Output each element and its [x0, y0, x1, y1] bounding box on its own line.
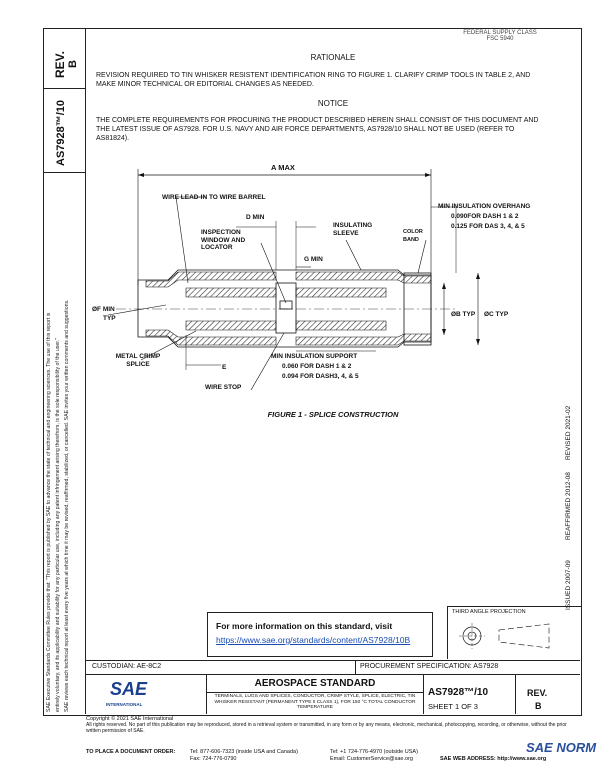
rev-value-vertical: B: [67, 60, 79, 68]
label-f-typ: TYP: [103, 315, 116, 322]
label-overhang-2: 0.125 FOR DAS 3, 4, & 5: [451, 223, 525, 230]
title-divider: [207, 692, 423, 693]
rationale-text: REVISION REQUIRED TO TIN WHISKER RESISTE…: [96, 72, 531, 88]
label-a-max: A MAX: [271, 163, 295, 172]
label-metal-crimp: METAL CRIMP SPLICE: [115, 353, 161, 368]
tel-us: Tel: 877-606-7323 (inside USA and Canada…: [190, 749, 298, 755]
fsc-stamp-text: FEDERAL SUPPLY CLASS: [463, 30, 537, 36]
label-wire-stop: WIRE STOP: [205, 384, 242, 391]
copyright: Copyright © 2021 SAE International: [86, 716, 174, 722]
left-column: [43, 28, 86, 714]
watermark-text: SAE NORM: [526, 740, 597, 755]
standard-title: AEROSPACE STANDARD: [254, 678, 376, 689]
info-box-text: For more information on this standard, v…: [216, 621, 393, 631]
order-label: TO PLACE A DOCUMENT ORDER:: [86, 749, 176, 755]
rationale-title: RATIONALE: [310, 53, 356, 62]
web-address: SAE WEB ADDRESS: http://www.sae.org: [440, 756, 547, 762]
standard-description: TERMINALS, LUGS AND SPLICES, CONDUCTOR, …: [214, 694, 416, 711]
notice-text: THE COMPLETE REQUIREMENTS FOR PROCURING …: [96, 117, 539, 142]
label-f-min: ØF MIN: [92, 306, 115, 313]
label-overhang-title: MIN INSULATION OVERHANG: [438, 203, 531, 210]
splice-drawing: [107, 169, 480, 391]
rev-label-vertical: REV.: [53, 51, 67, 78]
standard-link[interactable]: https://www.sae.org/standards/content/AS…: [216, 635, 411, 645]
label-support-2: 0.094 FOR DASH3, 4, & 5: [282, 373, 359, 380]
label-insulating-sleeve: INSULATING SLEEVE: [333, 222, 373, 237]
date-issued: ISSUED 2007-09: [565, 560, 572, 610]
label-b-typ: ØB TYP: [451, 311, 476, 318]
doc-number-box: AS7928™/10: [43, 88, 85, 173]
rights-text: All rights reserved. No part of this pub…: [86, 722, 567, 734]
label-g-min: G MIN: [304, 256, 323, 263]
sheet-number: SHEET 1 OF 3: [428, 702, 478, 711]
title-divider-v1: [423, 675, 424, 714]
procurement-spec: PROCUREMENT SPECIFICATION: AS7928: [360, 663, 499, 670]
label-wire-lead-in: WIRE LEAD-IN TO WIRE BARREL: [162, 194, 266, 201]
label-support-title: MIN INSULATION SUPPORT: [271, 353, 358, 360]
info-box: For more information on this standard, v…: [207, 612, 433, 657]
title-rev-label: REV.: [527, 688, 548, 698]
disclaimer-line-3: SAE reviews each technical report at lea…: [64, 299, 70, 713]
disclaimer-line-2: entirely voluntary, and its applicabilit…: [55, 338, 61, 712]
fax: Fax: 724-776-0790: [190, 756, 237, 762]
watermark-logo: SAE NORM: [520, 738, 596, 764]
notice-title: NOTICE: [317, 99, 349, 108]
rev-box: REV. B: [43, 28, 85, 89]
label-d-min: D MIN: [246, 214, 265, 221]
label-e: E: [222, 364, 227, 371]
custodian: CUSTODIAN: AE-8C2: [92, 663, 162, 670]
custodian-divider-top: [86, 660, 580, 661]
sae-logo-mark: SAE: [110, 679, 148, 699]
doc-number-vertical: AS7928™/10: [55, 99, 67, 166]
tel-intl: Tel: +1 724-776-4970 (outside USA): [330, 749, 418, 755]
title-rev-value: B: [535, 701, 542, 711]
custodian-divider-bottom: [86, 674, 580, 675]
projection-symbol-icon: [459, 623, 550, 649]
email: Email: CustomerService@sae.org: [330, 756, 413, 762]
custodian-divider-mid: [355, 660, 356, 674]
label-overhang-1: 0.090FOR DASH 1 & 2: [451, 213, 519, 220]
page-frame: [43, 28, 582, 716]
projection-box: THIRD ANGLE PROJECTION: [447, 606, 581, 659]
fsc-stamp: FEDERAL SUPPLY CLASS FSC 5940: [452, 30, 548, 42]
label-support-1: 0.060 FOR DASH 1 & 2: [282, 363, 352, 370]
projection-label: THIRD ANGLE PROJECTION: [452, 609, 526, 615]
label-inspection-window: INSPECTION WINDOW AND LOCATOR: [201, 229, 246, 251]
label-color-band: COLOR BAND: [403, 229, 423, 243]
title-divider-v2: [515, 675, 516, 714]
label-c-typ: ØC TYP: [484, 311, 509, 318]
figure-caption: FIGURE 1 - SPLICE CONSTRUCTION: [267, 410, 399, 419]
sae-logo: SAE INTERNATIONAL: [86, 675, 207, 714]
date-reaffirmed: REAFFIRMED 2012-08: [565, 472, 572, 540]
title-doc-number: AS7928™/10: [428, 687, 489, 698]
fsc-code: FSC 5940: [486, 36, 514, 42]
sae-logo-sub: INTERNATIONAL: [106, 702, 143, 707]
disclaimer-line-1: SAE Executive Standards Committee Rules …: [46, 312, 52, 712]
